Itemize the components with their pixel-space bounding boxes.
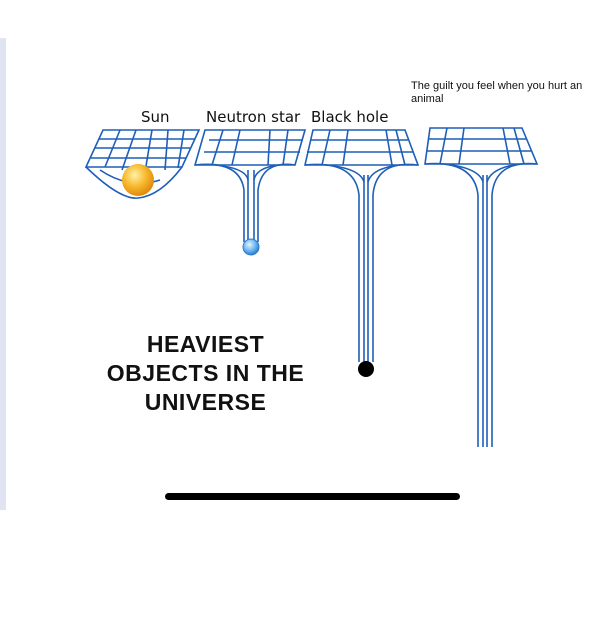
home-indicator-bar[interactable] [165,493,460,500]
neutron-star-spacetime-grid [193,129,307,242]
caption-guilt: The guilt you feel when you hurt an anim… [411,80,583,105]
label-black-hole: Black hole [311,108,389,126]
sun-spacetime-grid [84,129,201,199]
black-hole-ball [358,361,374,377]
label-neutron-star: Neutron star [206,108,301,126]
neutron-star-ball [242,238,260,256]
label-sun: Sun [141,108,170,126]
headline-heaviest-objects: HEAVIEST OBJECTS IN THE UNIVERSE [106,331,305,415]
left-edge-bar [0,38,6,510]
black-hole-spacetime-grid [303,129,420,362]
guilt-spacetime-grid [424,127,539,447]
sun-ball [122,164,154,196]
